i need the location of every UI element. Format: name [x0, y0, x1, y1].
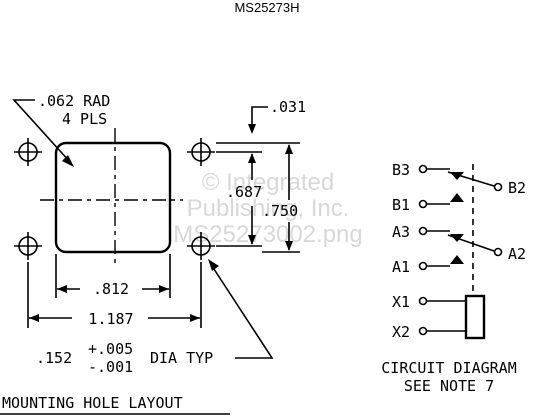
dim-750-lines: [262, 142, 300, 253]
hole-diameter-leader: [208, 259, 274, 359]
circuit-diagram: B3 B1 B2 A3 A1: [381, 161, 526, 395]
terminal-label-a2: A2: [508, 245, 526, 263]
terminal-label-b2: B2: [508, 179, 526, 197]
hole-tolerance-minus: -.001: [88, 358, 133, 376]
mounting-hole-bottom-right: [187, 232, 215, 260]
switch-arm-a: [447, 234, 503, 257]
terminal-label-x1: X1: [392, 293, 410, 311]
dim-750-label: .750: [262, 202, 298, 220]
mounting-hole-top-left: [14, 138, 42, 166]
dim-1187-lines: [27, 262, 202, 328]
cutout-outline: [54, 141, 172, 254]
circuit-note: SEE NOTE 7: [404, 377, 494, 395]
terminal-label-b1: B1: [392, 196, 410, 214]
mounting-hole-layout: .062 RAD 4 PLS .031 .687: [0, 92, 306, 415]
terminal-label-x2: X2: [392, 323, 410, 341]
mounting-hole-top-right: [187, 138, 215, 166]
dim-812-label: .812: [93, 280, 129, 298]
hole-tolerance-plus: +.005: [88, 340, 133, 358]
dim-1187-label: 1.187: [88, 310, 133, 328]
dim-687-label: .687: [226, 183, 262, 201]
circuit-caption: CIRCUIT DIAGRAM: [381, 359, 516, 377]
coil: [418, 294, 486, 340]
terminal-label-a3: A3: [392, 223, 410, 241]
dim-812-lines: [55, 254, 171, 298]
terminal-label-b3: B3: [392, 161, 410, 179]
contact-b3: [418, 164, 464, 180]
watermark-line-3: MS25273002.png: [173, 221, 363, 248]
watermark: © Integrated Publishing, Inc. MS25273002…: [173, 169, 363, 248]
contact-a1: [418, 255, 464, 271]
terminal-label-a1: A1: [392, 258, 410, 276]
watermark-line-2: Publishing, Inc.: [187, 195, 350, 222]
hole-diameter-label: .152: [36, 349, 72, 367]
dim-687-lines: [216, 166, 262, 247]
switch-arm-b: [447, 171, 503, 192]
radius-label: .062 RAD: [38, 92, 110, 110]
watermark-line-1: © Integrated: [202, 169, 334, 196]
mounting-caption: MOUNTING HOLE LAYOUT: [2, 394, 183, 412]
radius-leader: [12, 99, 74, 167]
contact-b1: [418, 193, 464, 209]
dim-031-label: .031: [270, 98, 306, 116]
mounting-hole-bottom-left: [14, 232, 42, 260]
radius-count-label: 4 PLS: [62, 110, 107, 128]
drawing-title: MS25273H: [234, 0, 299, 15]
contact-a3: [418, 226, 464, 242]
dim-031-lines: [216, 106, 268, 166]
hole-note-label: DIA TYP: [150, 349, 213, 367]
